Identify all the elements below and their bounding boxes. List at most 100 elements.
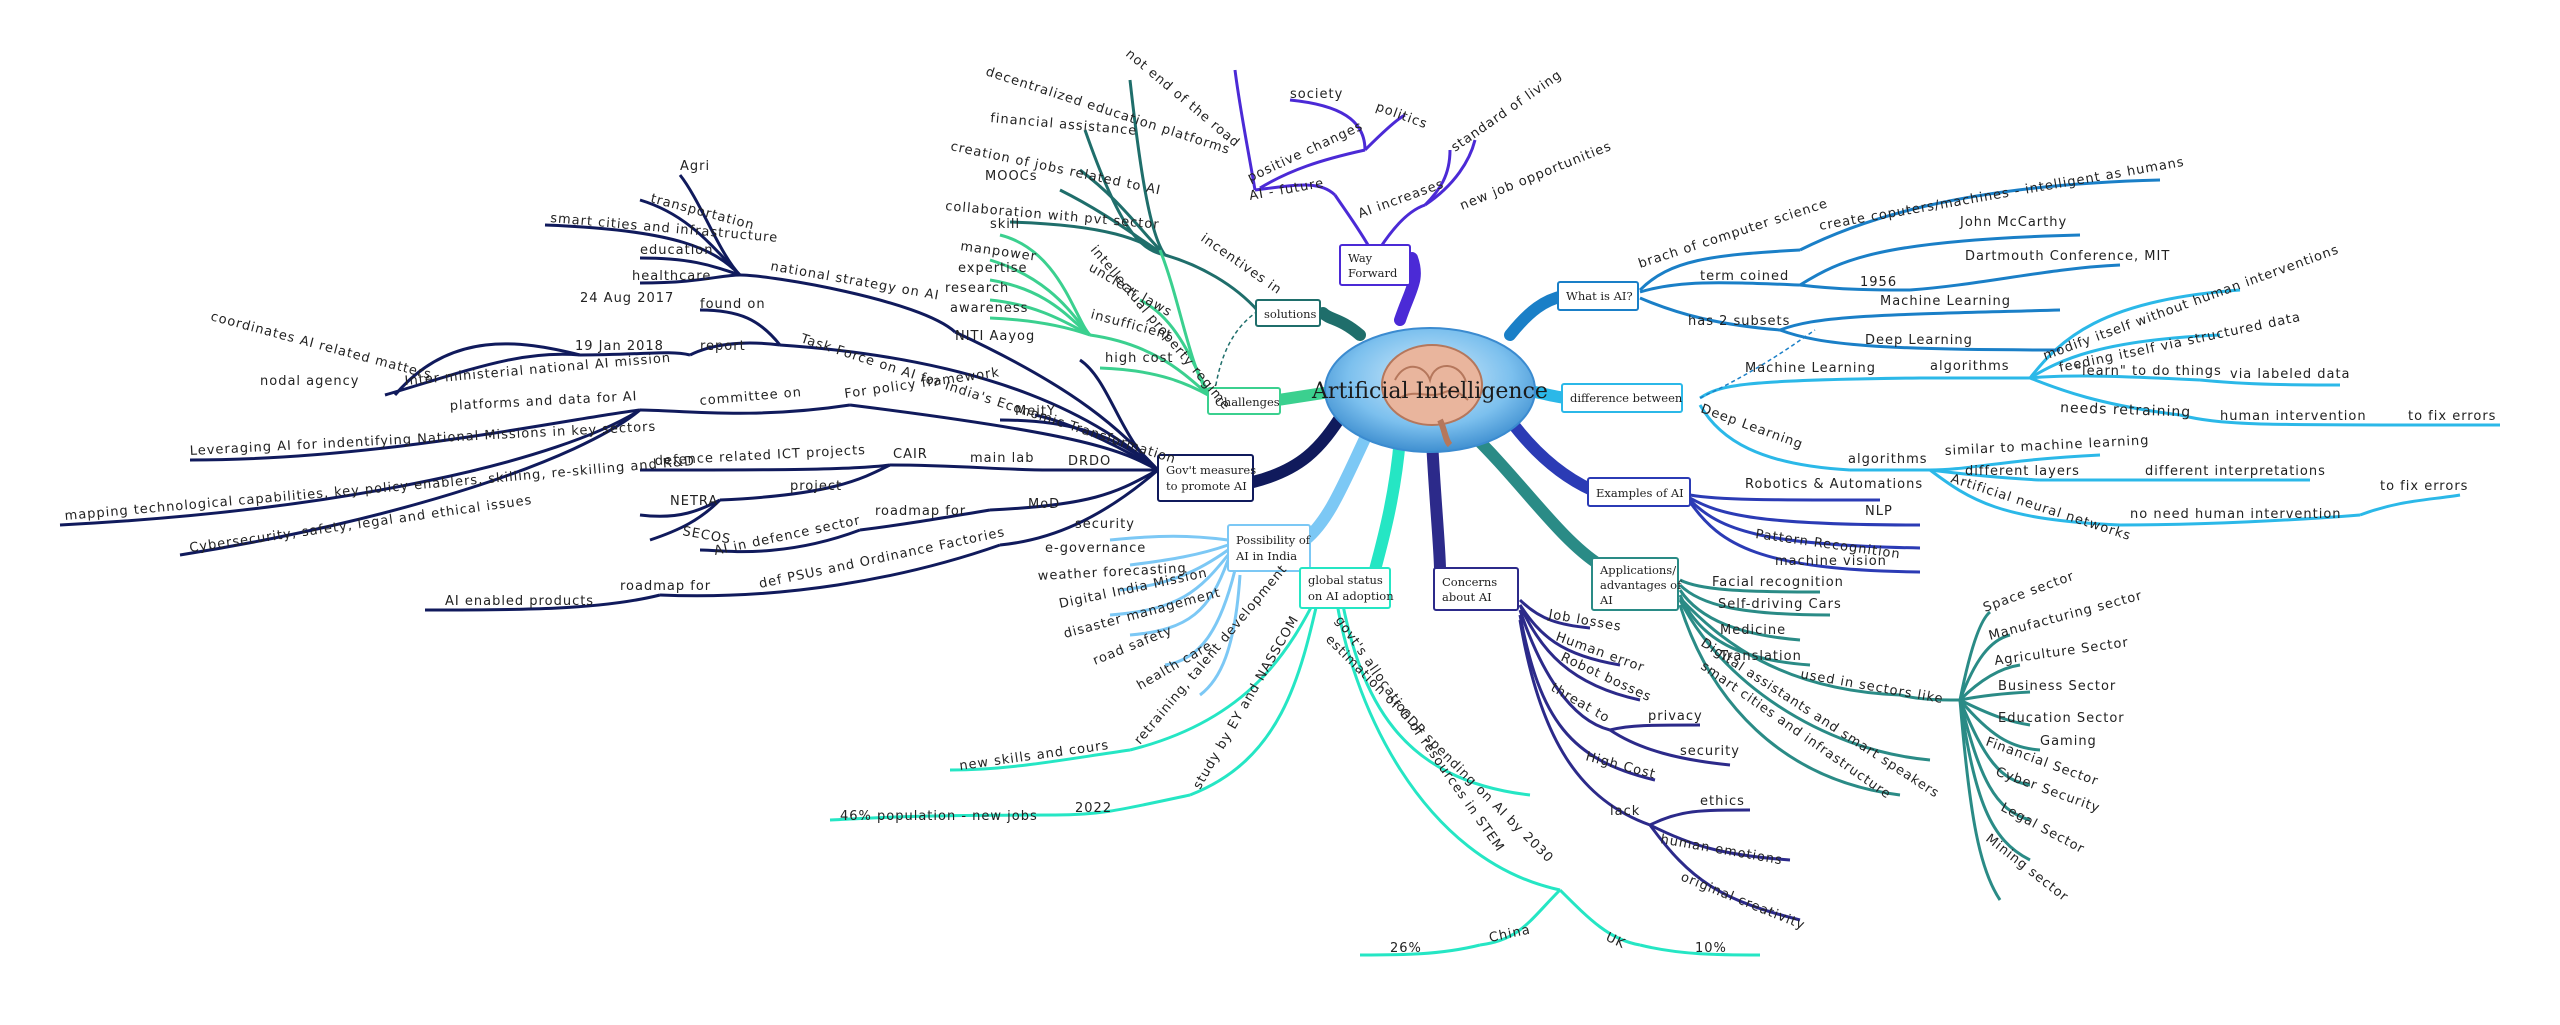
svg-text:Concerns: Concerns xyxy=(1442,575,1497,589)
label-netra: NETRA xyxy=(670,494,718,509)
label-business: Business Sector xyxy=(1998,679,2116,694)
main-branches xyxy=(1247,252,1606,576)
solutions-challenges-link xyxy=(1214,310,1259,391)
label-different-interp: different interpretations xyxy=(2145,464,2326,479)
label-nlp: NLP xyxy=(1865,504,1893,519)
label-to-fix-2: to fix errors xyxy=(2380,479,2468,494)
node-concerns[interactable]: Concerns about AI xyxy=(1433,567,1519,611)
label-china-pct: 26% xyxy=(1390,941,1422,956)
svg-text:What is AI?: What is AI? xyxy=(1566,289,1633,303)
label-term-coined: term coined xyxy=(1700,269,1789,284)
challenges-branches xyxy=(989,233,1212,398)
label-new-skills: new skills and cours xyxy=(958,738,1110,774)
label-committee-on: committee on xyxy=(699,385,802,409)
label-edu-sector: Education Sector xyxy=(1998,711,2125,726)
svg-text:global status: global status xyxy=(1308,573,1383,587)
branch-apps xyxy=(1464,426,1606,571)
svg-text:on AI adoption: on AI adoption xyxy=(1308,589,1394,603)
node-global-status[interactable]: global status on AI adoption xyxy=(1299,567,1394,609)
svg-text:AI: AI xyxy=(1599,593,1613,607)
label-used-in: used in sectors like xyxy=(1799,667,1944,707)
label-different-layers: different layers xyxy=(1965,464,2080,479)
label-self-driving: Self-driving Cars xyxy=(1718,597,1842,612)
branch-challenges xyxy=(1272,386,1336,406)
node-way-forward[interactable]: Way Forward xyxy=(1339,244,1411,286)
label-dl-subset: Deep Learning xyxy=(1865,333,1973,348)
label-date-2018: 19 Jan 2018 xyxy=(575,339,664,354)
label-facial: Facial recognition xyxy=(1712,575,1844,590)
label-standard-living: standard of living xyxy=(1449,68,1565,156)
label-ml: Machine Learning xyxy=(1745,361,1876,376)
label-security-2: security xyxy=(1680,744,1740,759)
node-what-is-ai[interactable]: What is AI? xyxy=(1557,281,1639,311)
examples-branches xyxy=(1688,493,1921,574)
label-dl: Deep Learning xyxy=(1699,402,1805,453)
node-solutions[interactable]: solutions xyxy=(1255,299,1321,327)
difference-what-link xyxy=(1699,329,1816,399)
label-drdo: DRDO xyxy=(1068,454,1111,469)
label-main-lab: main lab xyxy=(970,451,1034,466)
label-nodal: nodal agency xyxy=(260,374,359,389)
label-agriculture: Agriculture Sector xyxy=(1993,635,2129,669)
branch-concerns xyxy=(1426,434,1446,576)
svg-text:Forward: Forward xyxy=(1348,266,1398,280)
svg-text:difference between: difference between xyxy=(1570,391,1683,405)
svg-text:Possibility of: Possibility of xyxy=(1236,533,1311,547)
node-examples[interactable]: Examples of AI xyxy=(1587,477,1691,507)
label-report: report xyxy=(700,339,746,354)
label-healthcare: healthcare xyxy=(632,269,711,284)
svg-text:Gov't measures: Gov't measures xyxy=(1166,463,1256,477)
label-to-fix-1: to fix errors xyxy=(2408,409,2496,424)
label-gdp-spending: estimation of GDP spending on AI by 2030 xyxy=(1322,632,1556,866)
label-new-job: new job opportunities xyxy=(1458,139,1614,214)
label-moocs: MOOCs xyxy=(985,169,1038,184)
label-high-cost-2: High Cost xyxy=(1584,749,1657,782)
label-meity: MeitY xyxy=(1015,404,1056,419)
branch-possibility xyxy=(1299,422,1376,546)
center-node[interactable]: Artificial Intelligence xyxy=(1311,327,1548,453)
label-creation-jobs: creation of jobs related to AI xyxy=(949,139,1162,198)
label-mccarthy: John McCarthy xyxy=(1959,215,2067,230)
label-ethics: ethics xyxy=(1700,794,1745,809)
label-defence-ict: defence related ICT projects xyxy=(654,443,866,469)
node-possibility[interactable]: Possibility of AI in India xyxy=(1227,524,1311,572)
label-ml-subset: Machine Learning xyxy=(1880,294,2011,309)
node-challenges[interactable]: Challenges xyxy=(1207,387,1281,415)
label-skill: skill xyxy=(990,217,1020,232)
label-coordinates: coordinates AI related matters xyxy=(209,309,433,383)
label-ai-products: AI enabled products xyxy=(445,594,594,609)
node-difference[interactable]: difference between xyxy=(1561,383,1683,413)
label-platforms-data: platforms and data for AI xyxy=(449,389,637,414)
label-gaming: Gaming xyxy=(2040,734,2097,749)
node-applications[interactable]: Applications/ advantages of AI xyxy=(1591,557,1682,611)
label-research: research xyxy=(945,281,1009,296)
branch-way-forward xyxy=(1394,252,1421,326)
label-translation: Translation xyxy=(1719,649,1802,664)
solutions-branches xyxy=(1009,79,1260,312)
concerns-branches xyxy=(1518,598,1801,922)
svg-text:advantages of: advantages of xyxy=(1600,578,1682,592)
what-branches xyxy=(1638,178,2161,352)
label-dartmouth: Dartmouth Conference, MIT xyxy=(1965,249,2170,264)
label-egov: e-governance xyxy=(1045,541,1146,556)
label-digital-assistants: Digital assistants and smart speakers xyxy=(1698,636,1942,802)
branch-govt xyxy=(1247,404,1351,488)
brain-icon xyxy=(1381,344,1483,448)
label-algorithms-1: algorithms xyxy=(1930,359,2010,374)
svg-text:about AI: about AI xyxy=(1442,590,1492,604)
label-collab-pvt: collaboration with pvt sector xyxy=(945,199,1161,233)
label-original-creativity: original creativity xyxy=(1679,870,1808,934)
label-project: project xyxy=(790,479,842,494)
label-2022: 2022 xyxy=(1075,801,1112,816)
possibility-branches xyxy=(1109,534,1242,697)
label-learn: "learn" to do things xyxy=(2075,364,2222,379)
label-leveraging: Leveraging AI for indentifying National … xyxy=(189,420,656,459)
node-govt-measures[interactable]: Gov't measures to promote AI xyxy=(1157,454,1256,502)
label-privacy: privacy xyxy=(1648,709,1703,724)
label-branch: brach of computer science xyxy=(1637,196,1830,272)
branch-solutions xyxy=(1317,307,1366,341)
label-human-intervention: human intervention xyxy=(2220,409,2367,424)
svg-text:Challenges: Challenges xyxy=(1215,395,1280,409)
svg-text:solutions: solutions xyxy=(1264,307,1317,321)
